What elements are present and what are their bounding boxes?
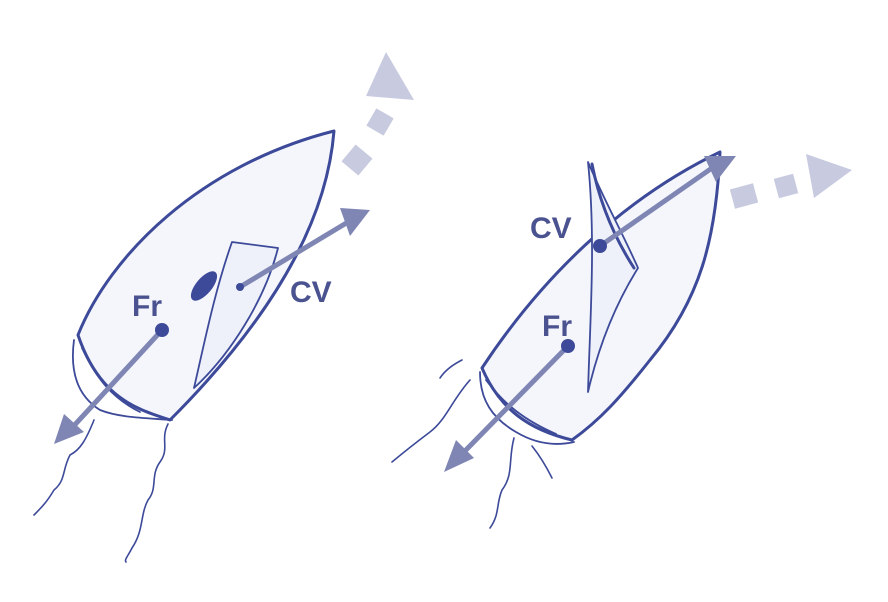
right-course-arrow bbox=[729, 154, 852, 209]
right-wake-1 bbox=[391, 379, 471, 463]
right-boat: CV Fr bbox=[391, 150, 852, 529]
left-cv-point bbox=[236, 283, 244, 291]
right-course-arrowhead bbox=[806, 154, 852, 198]
left-course-arrow bbox=[341, 52, 414, 176]
left-course-dash-1 bbox=[341, 144, 373, 176]
right-cv-point bbox=[593, 239, 607, 253]
left-sail-force-arrow bbox=[237, 208, 370, 290]
left-stern bbox=[71, 339, 173, 421]
left-mast-blob bbox=[190, 271, 218, 301]
right-sail-force-arrow bbox=[597, 156, 736, 249]
right-fr-label: Fr bbox=[542, 310, 572, 343]
left-sail-force-arrowhead bbox=[340, 208, 370, 236]
left-resistance-arrow bbox=[54, 327, 165, 444]
left-wake-1 bbox=[33, 419, 95, 516]
right-stern bbox=[479, 371, 575, 445]
right-sail-luff bbox=[590, 162, 636, 270]
right-wake-4 bbox=[531, 445, 553, 479]
left-cv-label: CV bbox=[290, 276, 332, 309]
right-cv-label: CV bbox=[530, 212, 572, 245]
right-stern-stroke bbox=[485, 379, 557, 435]
right-sail-force-arrowhead bbox=[704, 156, 736, 182]
right-fr-point bbox=[561, 339, 575, 353]
left-boat: Fr CV bbox=[33, 52, 414, 563]
left-wake-2 bbox=[124, 423, 169, 563]
right-course-dash-2 bbox=[773, 173, 799, 199]
right-wake-3 bbox=[489, 437, 515, 529]
left-fr-label: Fr bbox=[132, 290, 162, 323]
right-resistance-arrowhead bbox=[444, 440, 474, 472]
left-course-arrowhead bbox=[366, 52, 414, 100]
right-wake-2 bbox=[439, 359, 463, 379]
left-course-dash-2 bbox=[366, 108, 394, 136]
right-sail bbox=[587, 161, 639, 393]
right-resistance-arrow bbox=[444, 343, 571, 472]
right-course-dash-1 bbox=[729, 183, 759, 209]
left-resistance-arrowhead bbox=[54, 414, 84, 444]
left-fr-point bbox=[155, 323, 169, 337]
left-stern-stroke bbox=[81, 347, 141, 413]
